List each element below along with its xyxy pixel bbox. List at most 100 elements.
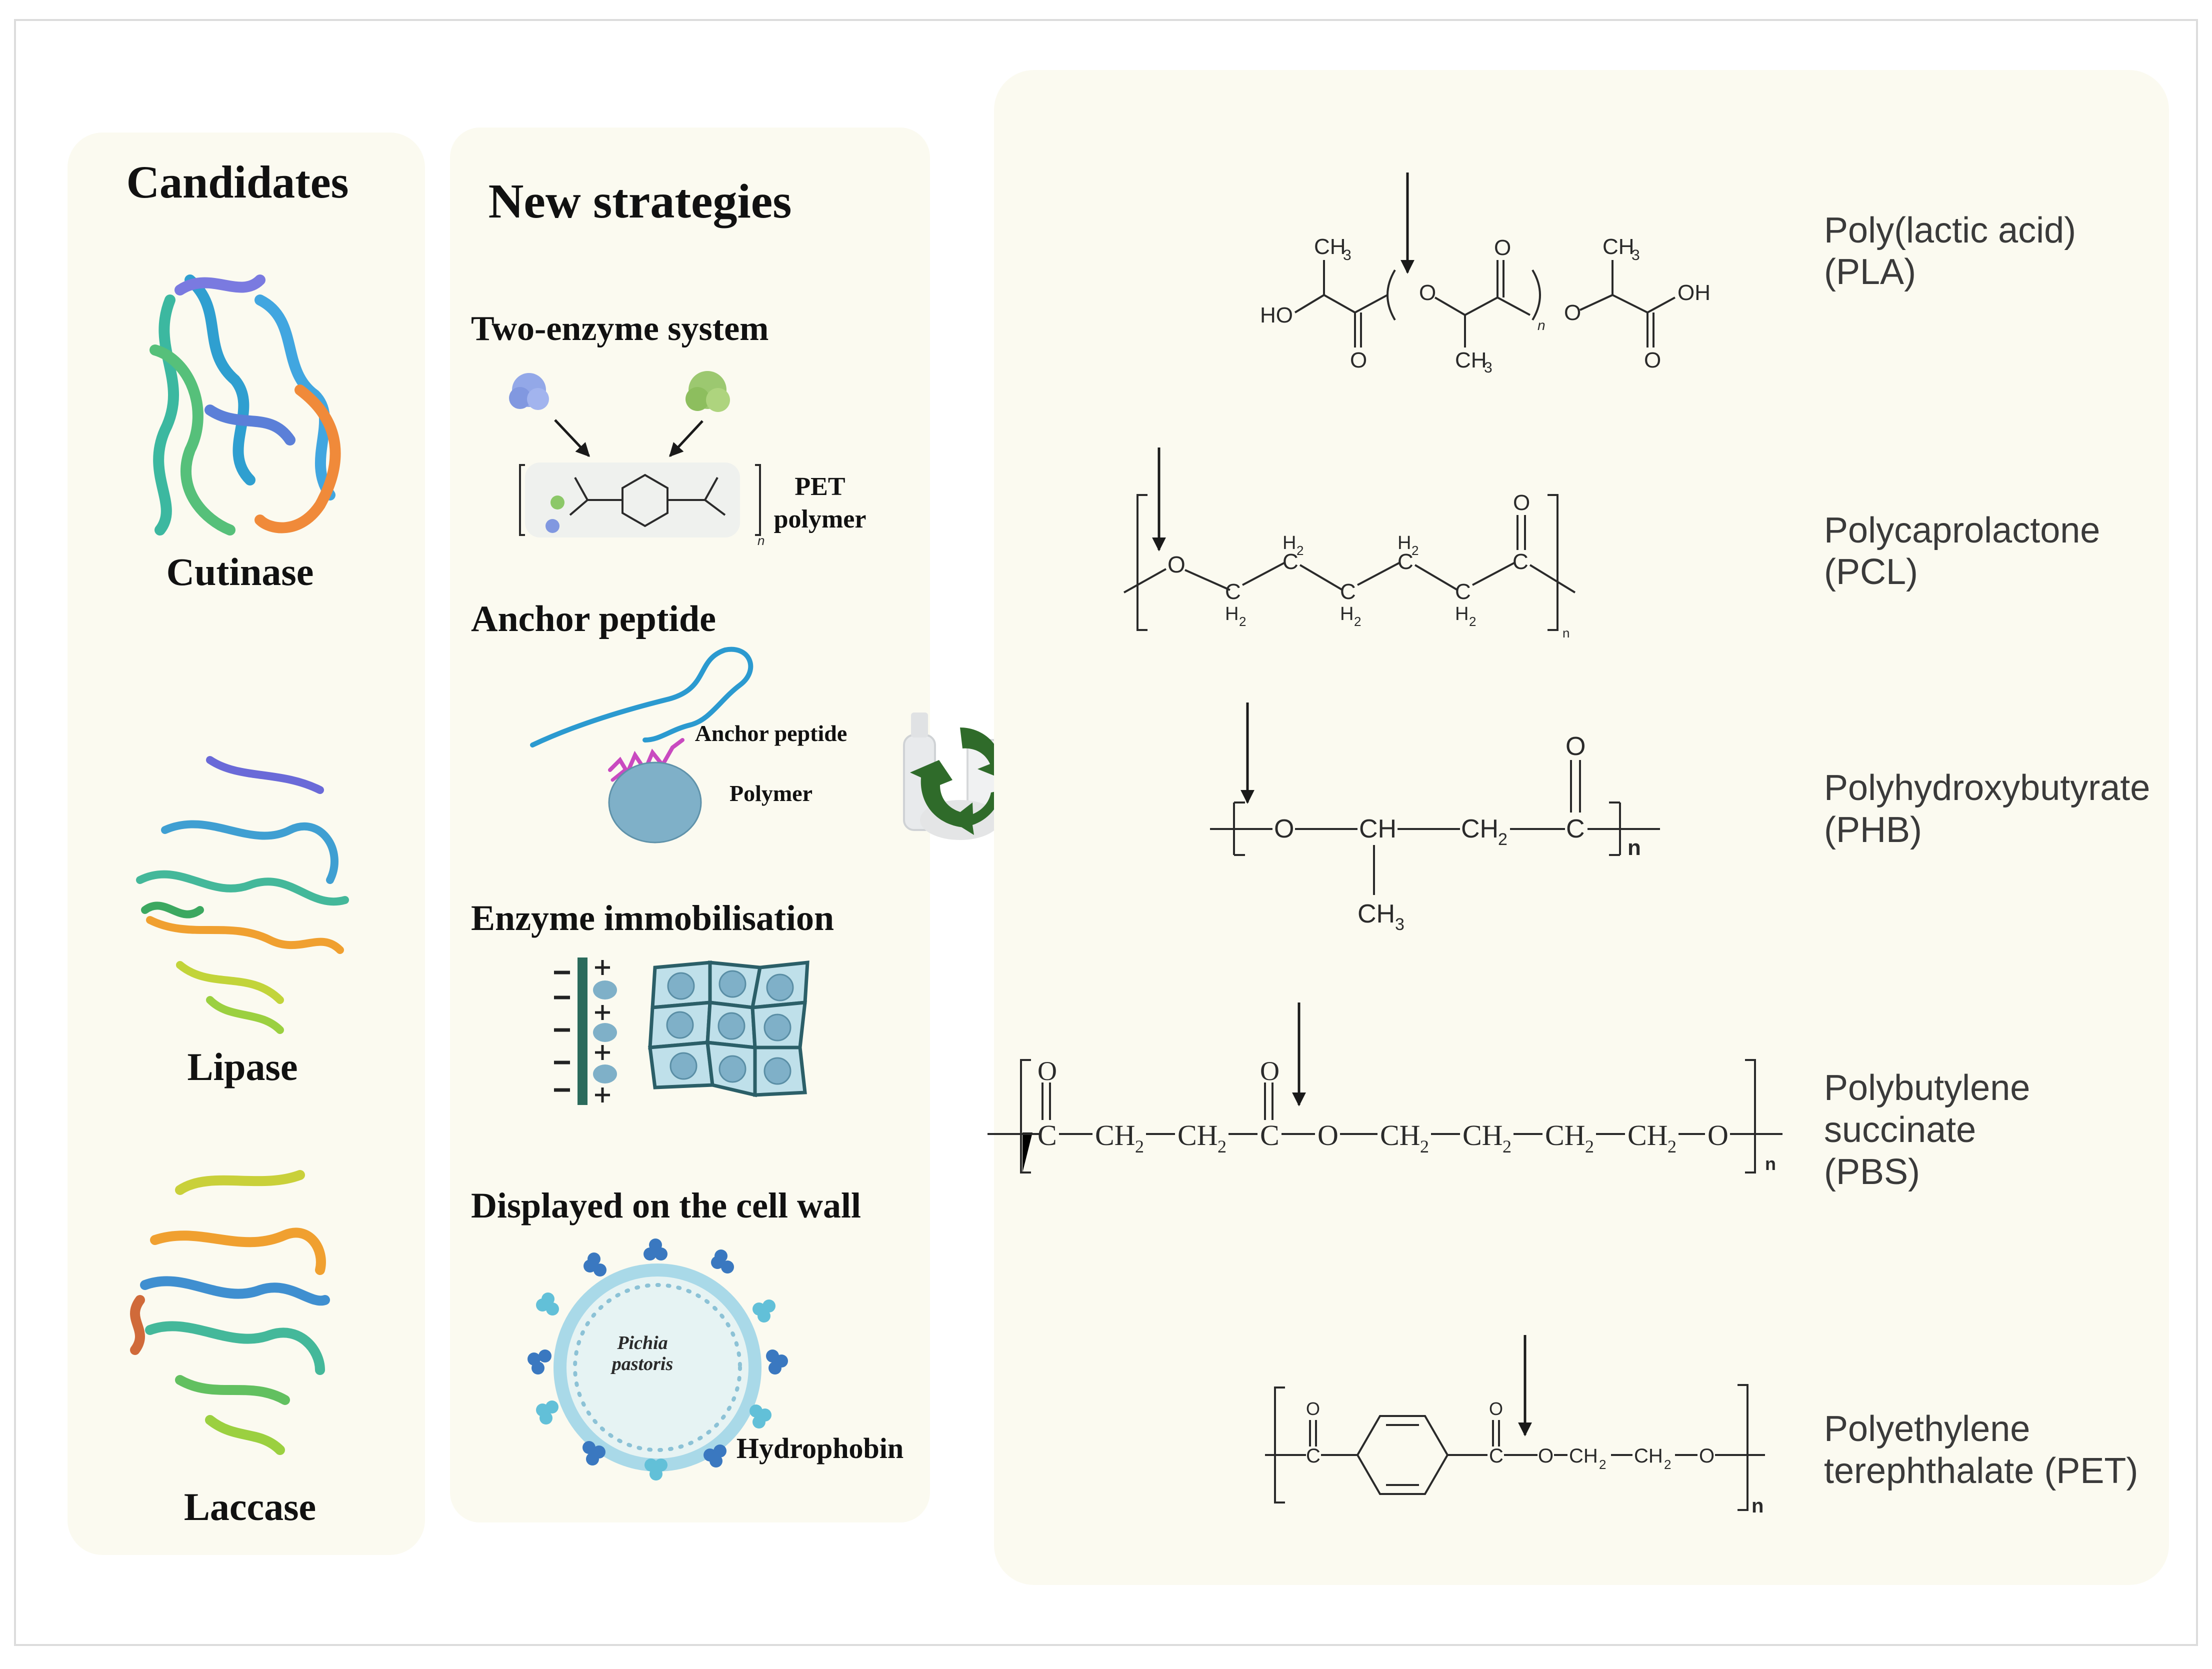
pet-subscript-n: n	[758, 533, 764, 548]
anchor-peptide-text: Anchor peptide	[695, 720, 848, 746]
svg-text:CH: CH	[1359, 814, 1396, 844]
svg-text:O: O	[1306, 1398, 1320, 1419]
svg-text:CH: CH	[1569, 1445, 1598, 1467]
svg-text:CH: CH	[1380, 1119, 1420, 1152]
pet-polymer-structure: n	[519, 462, 764, 548]
svg-text:CH: CH	[1545, 1119, 1586, 1152]
svg-text:CH: CH	[1178, 1119, 1218, 1152]
hydrophobin-label: Hydrophobin	[736, 1432, 904, 1464]
svg-text:CH: CH	[1602, 234, 1634, 259]
two-enzyme-label: Two-enzyme system	[471, 310, 768, 348]
enzyme-arrow	[554, 419, 590, 458]
svg-text:O: O	[1708, 1119, 1728, 1152]
pla-structure: HO CH3 O O CH3 O n O CH3	[1260, 172, 1710, 376]
svg-text:2: 2	[1599, 1457, 1606, 1472]
svg-text:2: 2	[1502, 1136, 1512, 1156]
svg-text:OH: OH	[1678, 280, 1710, 305]
phb-name-line2: (PHB)	[1824, 810, 1922, 850]
svg-text:2: 2	[1239, 614, 1246, 629]
cutinase-label: Cutinase	[166, 550, 314, 594]
svg-text:H: H	[1340, 604, 1354, 624]
svg-text:CH: CH	[1095, 1119, 1136, 1152]
svg-text:O: O	[1566, 732, 1586, 761]
pbs-name-line2: succinate	[1824, 1110, 1976, 1150]
svg-text:C: C	[1455, 580, 1471, 604]
svg-text:CH: CH	[1358, 900, 1395, 928]
svg-text:2: 2	[1412, 543, 1418, 558]
svg-text:C: C	[1489, 1445, 1504, 1467]
strategies-title: New strategies	[488, 174, 792, 228]
svg-text:2: 2	[1420, 1136, 1429, 1156]
svg-text:CH: CH	[1461, 814, 1498, 844]
strategies-panel: New strategies Two-enzyme system	[450, 128, 930, 1522]
svg-text:CH: CH	[1455, 348, 1487, 372]
svg-text:C: C	[1306, 1445, 1320, 1467]
cutinase-structure-icon	[150, 274, 341, 536]
svg-text:2: 2	[1218, 1136, 1226, 1156]
cell-icon: Pichia pastoris	[554, 1264, 762, 1472]
svg-text:O: O	[1274, 814, 1294, 844]
svg-text:O: O	[1538, 1445, 1554, 1467]
svg-text:3: 3	[1343, 247, 1352, 264]
svg-text:2: 2	[1668, 1136, 1676, 1156]
anchor-peptide-chain	[530, 646, 754, 748]
svg-text:O: O	[1489, 1398, 1503, 1419]
svg-text:O: O	[1419, 280, 1436, 305]
svg-text:C: C	[1282, 550, 1298, 574]
svg-text:3: 3	[1632, 247, 1640, 264]
svg-text:2: 2	[1135, 1136, 1144, 1156]
svg-text:C: C	[1340, 580, 1356, 604]
pla-name-line2: (PLA)	[1824, 252, 1916, 292]
svg-text:O: O	[1644, 348, 1661, 372]
svg-text:2: 2	[1664, 1457, 1671, 1472]
enzyme-arrow	[669, 420, 704, 458]
lipase-label: Lipase	[187, 1045, 298, 1088]
svg-text:H: H	[1398, 532, 1411, 554]
svg-text:CH: CH	[1462, 1119, 1503, 1152]
svg-text:CH: CH	[1628, 1119, 1668, 1152]
charged-carrier-icon	[554, 958, 617, 1105]
anchor-peptide-label: Anchor peptide	[471, 598, 716, 640]
enzyme-blob-icon	[509, 373, 549, 410]
svg-text:H: H	[1455, 604, 1468, 624]
surface-enzyme-icons	[528, 1238, 788, 1480]
pbs-name-line3: (PBS)	[1824, 1152, 1920, 1192]
svg-text:C: C	[1038, 1119, 1057, 1152]
svg-text:C: C	[1512, 550, 1528, 574]
svg-text:O: O	[1168, 552, 1186, 578]
svg-text:CH: CH	[1634, 1445, 1663, 1467]
cell-name-line1: Pichia	[616, 1332, 668, 1354]
svg-text:O: O	[1494, 236, 1511, 260]
enzyme-blob-icon	[686, 371, 730, 412]
pet-label-line1: PET	[794, 472, 845, 501]
immobilisation-label: Enzyme immobilisation	[471, 898, 834, 938]
phb-name-line1: Polyhydroxybutyrate	[1824, 768, 2150, 808]
svg-text:n: n	[1538, 318, 1546, 333]
polymer-ball	[608, 762, 702, 844]
svg-text:O: O	[1350, 348, 1367, 372]
svg-text:O: O	[1318, 1119, 1338, 1152]
polymer-text: Polymer	[730, 780, 812, 806]
svg-text:O: O	[1260, 1056, 1280, 1086]
immobilisation-matrix-icon	[648, 960, 810, 1098]
svg-text:CH: CH	[1314, 234, 1346, 259]
svg-text:C: C	[1225, 580, 1241, 604]
polymers-panel: Poly(lactic acid) (PLA) Polycaprolactone…	[988, 70, 2169, 1585]
svg-text:n: n	[1628, 836, 1641, 860]
pbs-name-line1: Polybutylene	[1824, 1068, 2030, 1108]
svg-text:2: 2	[1498, 830, 1508, 849]
cell-wall-label: Displayed on the cell wall	[471, 1186, 861, 1226]
svg-text:n: n	[1752, 1495, 1764, 1517]
pcl-name-line2: (PCL)	[1824, 552, 1918, 592]
svg-text:3: 3	[1395, 915, 1404, 934]
svg-text:O: O	[1513, 490, 1530, 515]
svg-text:3: 3	[1484, 360, 1492, 376]
cell-name-line2: pastoris	[610, 1354, 673, 1374]
pla-name-line1: Poly(lactic acid)	[1824, 210, 2076, 250]
svg-text:2: 2	[1354, 614, 1361, 629]
svg-text:H: H	[1225, 604, 1238, 624]
